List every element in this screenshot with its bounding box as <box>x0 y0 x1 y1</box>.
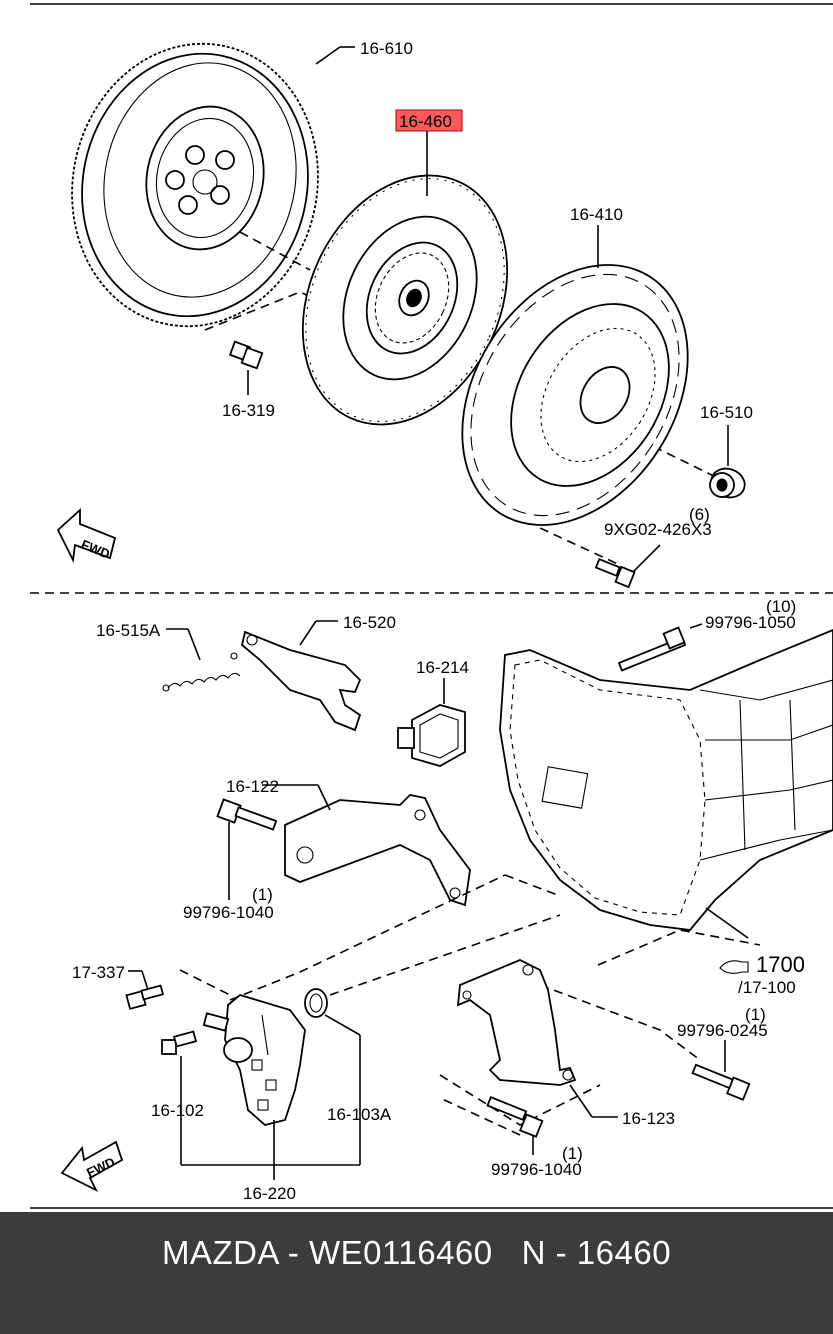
leader-seal-103a <box>324 1014 361 1036</box>
label-slave-cylinder: 16-220 <box>243 1184 296 1203</box>
label-clutch-cover: 16-410 <box>570 205 623 224</box>
see-reference-icon <box>719 960 749 974</box>
label-transmission: 1700 <box>756 952 805 977</box>
label-transmission-ref: /17-100 <box>738 978 796 997</box>
axis-line-flywheel <box>239 231 311 271</box>
bolt-0245-drawing <box>691 1063 751 1101</box>
leader-release-fork <box>299 620 317 646</box>
label-bolt-1040-a-qty: (1) <box>252 885 273 904</box>
label-fitting-337: 17-337 <box>72 963 125 982</box>
label-bolt-0245: 99796-0245 <box>677 1021 768 1040</box>
cover-bolt-drawing <box>594 557 636 589</box>
part-number-caption: MAZDA - WE0116460 N - 16460 <box>161 1234 672 1271</box>
bracket-123-drawing <box>456 959 577 1086</box>
label-boot: 16-214 <box>416 658 469 677</box>
label-cover-bolt-qty: (6) <box>689 505 710 524</box>
fwd-arrow-bottom: FWD <box>60 1140 124 1193</box>
label-bolt-0245-qty: (1) <box>745 1005 766 1024</box>
clutch-disc-drawing <box>301 174 509 426</box>
axis-line-seal <box>329 914 561 996</box>
spring-drawing <box>162 652 241 692</box>
leader-fitting-337 <box>141 970 149 991</box>
label-bolt-1040-a: 99796-1040 <box>183 903 274 922</box>
label-seal-103a: 16-103A <box>327 1105 392 1124</box>
label-long-bolt: 99796-1050 <box>705 613 796 632</box>
axis-line-bolt-0245 <box>539 984 701 1061</box>
label-bolt-1040-b: 99796-1040 <box>491 1160 582 1179</box>
leader-spring <box>187 628 201 661</box>
long-bolt-drawing <box>617 626 687 672</box>
label-bolt-1040-b-qty: (1) <box>562 1144 583 1163</box>
bracket-122-drawing <box>284 794 471 907</box>
label-spring: 16-515A <box>96 621 161 640</box>
label-cover-bolt: 9XG02-426X3 <box>604 520 712 539</box>
label-bracket-122: 16-122 <box>226 777 279 796</box>
leader-cover-bolt <box>632 544 661 573</box>
slave-cylinder-drawing <box>202 993 306 1126</box>
axis-line-bracket-123 <box>439 1074 601 1126</box>
bolt-1040-b-drawing <box>486 1096 544 1138</box>
label-clutch-disc: 16-460 <box>399 112 452 131</box>
label-long-bolt-qty: (10) <box>766 597 796 616</box>
bleeder-102-drawing <box>161 1030 198 1055</box>
exploded-parts-diagram: 16-610 16-319 16-460 16-410 16-51 <box>30 3 833 1209</box>
label-bleeder-102: 16-102 <box>151 1101 204 1120</box>
release-bearing-drawing <box>709 467 746 499</box>
axis-line-transmission <box>597 929 761 966</box>
boot-drawing <box>397 704 466 767</box>
label-release-fork: 16-520 <box>343 613 396 632</box>
leader-flywheel <box>315 46 341 65</box>
flywheel-drawing <box>71 42 319 328</box>
clutch-cover-drawing <box>461 264 689 526</box>
transmission-housing-drawing <box>499 629 833 931</box>
axis-line-slave-cylinder <box>229 874 506 1001</box>
seal-103a-drawing <box>304 988 328 1018</box>
bolt-1040-a-drawing <box>216 798 278 831</box>
leader-transmission <box>705 907 749 939</box>
release-fork-drawing <box>240 630 362 732</box>
label-bracket-123: 16-123 <box>622 1109 675 1128</box>
flywheel-bolt-drawing <box>228 340 264 370</box>
footer-bar: MAZDA - WE0116460 N - 16460 <box>0 1212 833 1334</box>
label-flywheel: 16-610 <box>360 39 413 58</box>
fitting-337-drawing <box>125 984 165 1010</box>
label-clutch-disc-highlight <box>395 109 463 132</box>
axis-line-fitting <box>179 969 231 996</box>
axis-line-bracket-122 <box>504 874 561 897</box>
label-release-bearing: 16-510 <box>700 403 753 422</box>
label-flywheel-bolt: 16-319 <box>222 401 275 420</box>
leader-bracket-122 <box>317 784 331 811</box>
leader-bracket-123 <box>569 1084 593 1118</box>
fwd-arrow-top: FWD <box>56 507 117 564</box>
leader-long-bolt <box>689 623 703 629</box>
